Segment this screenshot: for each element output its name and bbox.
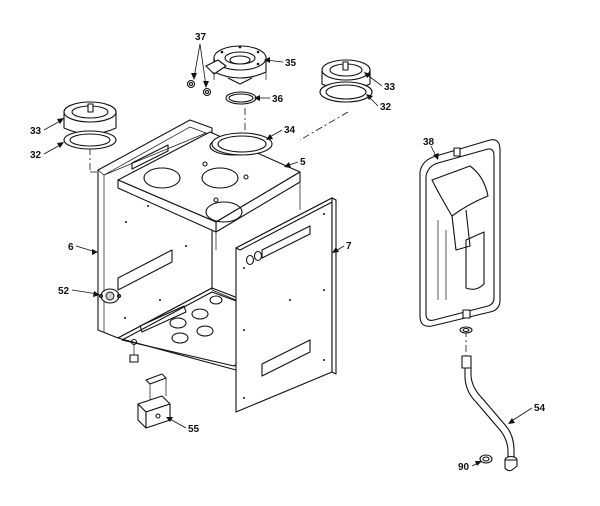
- test-plugs-37: [186, 79, 212, 97]
- callout-52: 52: [58, 286, 70, 297]
- air-intake-left: [63, 101, 117, 150]
- o-ring-90: [479, 454, 493, 464]
- expansion-tank-38: [419, 139, 501, 334]
- callout-37: 37: [195, 32, 207, 43]
- flue-adapter-35: [205, 45, 267, 85]
- pipe-54: [461, 355, 518, 472]
- callout-36: 36: [272, 94, 284, 105]
- flue-gasket-34: [211, 132, 273, 156]
- callout-33-left: 33: [30, 126, 42, 137]
- callout-32-left: 32: [30, 150, 42, 161]
- air-intake-right: [319, 59, 373, 103]
- callout-54: 54: [534, 403, 546, 414]
- callout-35: 35: [285, 58, 297, 69]
- callout-5: 5: [300, 157, 306, 168]
- callout-55: 55: [188, 424, 200, 435]
- leader-lines: [43, 43, 533, 467]
- callout-6: 6: [68, 242, 74, 253]
- callout-labels: 37 35 36 33 32 33 32 34 5 38 6 7 52 55 5…: [30, 32, 546, 473]
- callout-32-right: 32: [380, 102, 392, 113]
- right-side-panel: [235, 197, 337, 413]
- callout-90: 90: [458, 462, 470, 473]
- trap-box-55: [137, 373, 171, 429]
- callout-7: 7: [346, 241, 352, 252]
- callout-34: 34: [284, 125, 296, 136]
- callout-33-right: 33: [384, 82, 396, 93]
- callout-38: 38: [423, 137, 435, 148]
- o-ring-36: [225, 91, 257, 105]
- valve-52: [98, 288, 122, 304]
